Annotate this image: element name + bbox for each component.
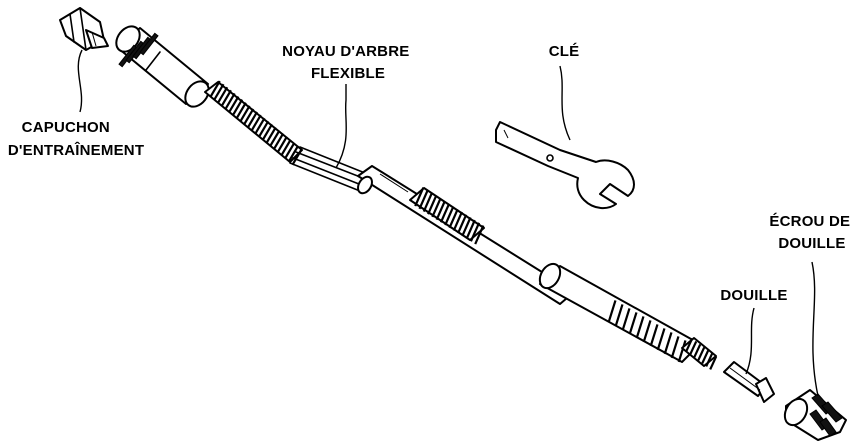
drive-cap-part	[59, 7, 109, 51]
label-collet: DOUILLE	[720, 287, 787, 304]
coil-stroke	[448, 208, 459, 229]
coil-stroke	[607, 300, 617, 323]
upper-spring	[204, 80, 303, 166]
coil-stroke	[431, 197, 442, 218]
coil-stroke	[257, 120, 270, 138]
label-wrench: CLÉ	[549, 43, 580, 60]
coil-stroke	[474, 225, 485, 245]
coil-stroke	[705, 352, 714, 367]
collet-part	[723, 361, 775, 403]
coil-stroke	[246, 111, 258, 129]
coil-stroke	[216, 86, 229, 104]
label-drive-cap: CAPUCHON D'ENTRAÎNEMENT	[8, 119, 144, 159]
coil-stroke	[663, 332, 673, 355]
leader-collet-nut	[811, 261, 819, 397]
coil-stroke	[427, 195, 438, 215]
coil-stroke	[444, 206, 455, 226]
collet-nut-part	[783, 389, 847, 441]
coil-stroke	[465, 219, 476, 240]
coil-stroke	[254, 117, 266, 135]
coil-stroke	[649, 324, 659, 347]
leader-drive-cap	[77, 49, 83, 113]
wrench-part	[495, 121, 635, 210]
coil-stroke	[685, 337, 694, 352]
coil-stroke	[677, 340, 687, 363]
coil-stroke	[635, 316, 645, 339]
coil-stroke	[628, 312, 638, 335]
coil-stroke	[452, 211, 463, 231]
coil-stroke	[213, 83, 225, 101]
coil-stroke	[422, 192, 433, 212]
coil-stroke	[701, 349, 710, 364]
label-flexible-core: NOYAU D'ARBRE FLEXIBLE	[282, 43, 414, 82]
leader-collet	[745, 307, 755, 375]
handpiece	[538, 262, 718, 370]
coil-stroke	[261, 123, 273, 141]
coil-stroke	[689, 340, 698, 355]
coil-stroke	[693, 343, 702, 358]
coil-stroke	[435, 200, 446, 221]
coil-stroke	[670, 336, 680, 359]
shaft-housing-end	[115, 25, 210, 108]
coil-stroke	[280, 139, 292, 157]
coil-stroke	[656, 328, 666, 351]
coil-stroke	[231, 99, 244, 116]
coil-stroke	[284, 142, 296, 160]
coil-stroke	[243, 108, 255, 126]
coil-stroke	[272, 133, 285, 150]
coil-stroke	[269, 129, 281, 147]
coil-stroke	[265, 126, 277, 144]
coil-stroke	[228, 95, 240, 113]
label-collet-nut: ÉCROU DE DOUILLE	[769, 213, 854, 252]
leader-wrench	[559, 65, 571, 141]
coil-stroke	[250, 114, 262, 132]
coil-stroke	[224, 92, 236, 110]
coil-stroke	[291, 148, 303, 166]
coil-stroke	[469, 222, 481, 242]
coil-stroke	[697, 346, 706, 361]
coil-stroke	[287, 145, 299, 163]
coil-stroke	[414, 187, 425, 207]
coil-stroke	[239, 105, 251, 123]
coil-stroke	[621, 308, 631, 331]
coil-stroke	[614, 304, 624, 327]
coil-stroke	[642, 320, 652, 343]
coil-stroke	[461, 216, 472, 237]
coil-stroke	[439, 203, 451, 223]
coil-stroke	[276, 136, 288, 153]
mid-spring	[409, 187, 485, 245]
leader-core	[335, 84, 347, 169]
flexible-core	[289, 146, 371, 192]
coil-stroke	[418, 189, 429, 210]
coil-stroke	[457, 214, 468, 234]
coil-stroke	[209, 80, 221, 98]
coil-stroke	[709, 355, 718, 370]
coil-stroke	[220, 89, 232, 107]
coil-stroke	[235, 102, 247, 119]
